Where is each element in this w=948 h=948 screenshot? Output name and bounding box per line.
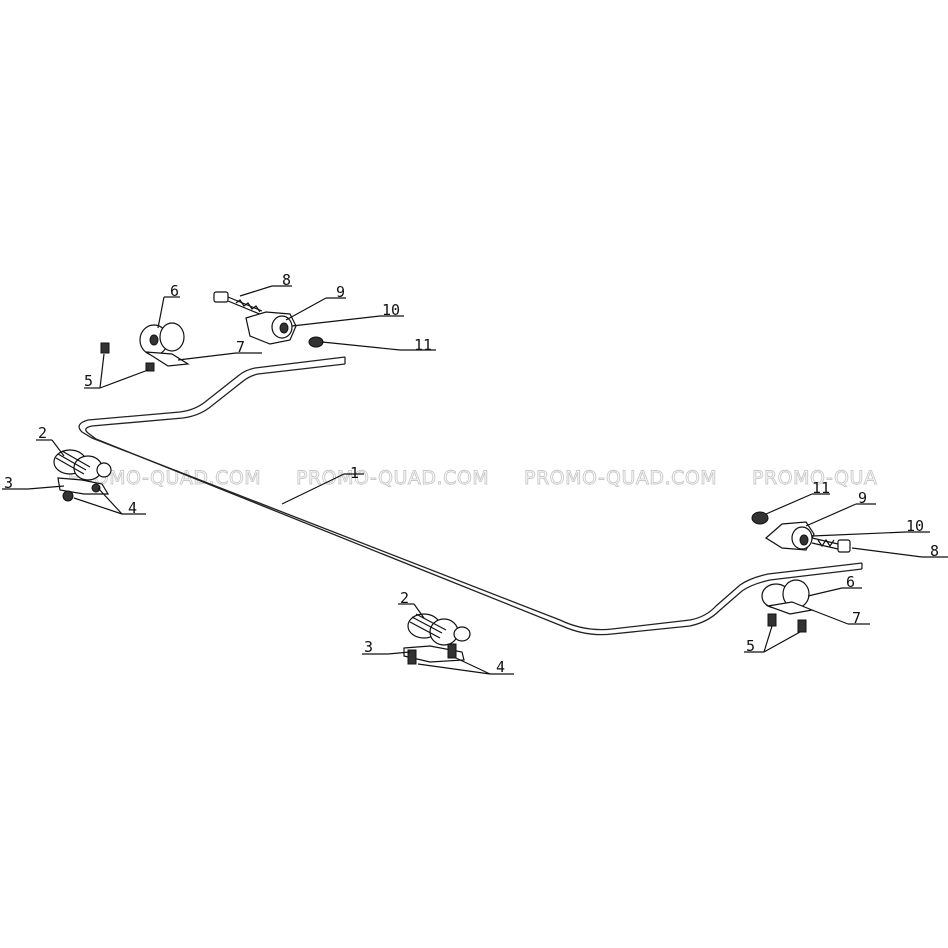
- callout-7-upper-left: 7: [236, 338, 245, 356]
- callout-5-right: 5: [746, 637, 755, 655]
- callout-11-right: 11: [812, 479, 830, 497]
- watermark-group: PROMO-QUAD.COM PROMO-QUAD.COM PROMO-QUAD…: [68, 467, 878, 490]
- callout-8-upper-left: 8: [282, 271, 291, 289]
- callout-10-right: 10: [906, 517, 924, 535]
- nut-part-11: [308, 336, 324, 348]
- bolt-part-8: [213, 291, 263, 316]
- callout-4-left: 4: [128, 499, 137, 517]
- callout-7-right: 7: [852, 609, 861, 627]
- watermark-4: PROMO-QUA: [752, 467, 877, 489]
- callout-4-middle: 4: [496, 658, 505, 676]
- clamp-part-9: [245, 311, 297, 345]
- left-bushing-group: [53, 449, 112, 502]
- watermark-2: PROMO-QUAD.COM: [296, 467, 489, 489]
- right-bushing-group: [761, 579, 815, 633]
- upper-left-clamp-group: [213, 291, 324, 348]
- watermark-1: PROMO-QUAD.COM: [68, 467, 261, 489]
- callout-2-middle: 2: [400, 589, 409, 607]
- watermark-3: PROMO-QUAD.COM: [524, 467, 717, 489]
- callout-5-upper-left: 5: [84, 372, 93, 390]
- screw-part-5a: [100, 342, 155, 372]
- callout-11-upper-left: 11: [414, 336, 432, 354]
- callout-3-middle: 3: [364, 638, 373, 656]
- right-clamp-group: [751, 511, 851, 553]
- leader-lines: [2, 285, 948, 675]
- callout-labels: 6 8 9 10 11 7 5 2 3 4 1 2 3 4 11 9 10 8 …: [4, 271, 939, 676]
- upper-left-bushing-group: [100, 322, 190, 372]
- callout-8-right: 8: [930, 542, 939, 560]
- stabilizer-bar: [78, 356, 863, 636]
- callout-3-left: 3: [4, 474, 13, 492]
- callout-2-left: 2: [38, 424, 47, 442]
- callout-9-right: 9: [858, 489, 867, 507]
- callout-6-right: 6: [846, 573, 855, 591]
- callout-9-upper-left: 9: [336, 283, 345, 301]
- callout-1-bar: 1: [350, 464, 359, 482]
- middle-bushing-group: [403, 613, 471, 665]
- callout-6-upper-left: 6: [170, 282, 179, 300]
- callout-10-upper-left: 10: [382, 301, 400, 319]
